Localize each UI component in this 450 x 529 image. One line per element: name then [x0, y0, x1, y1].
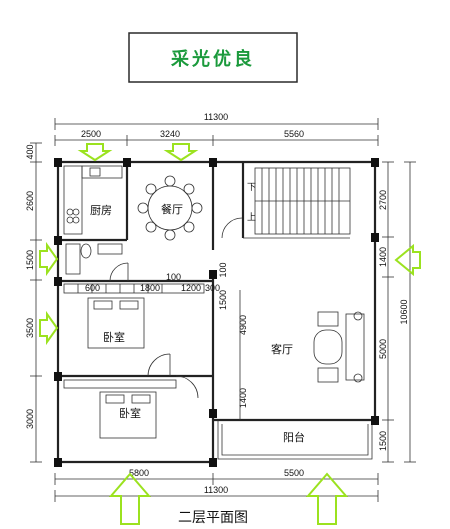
- right-seg-4: 1500: [378, 431, 388, 451]
- room-bedroom-1: 卧室: [103, 330, 125, 344]
- stair-down-label: 下: [247, 182, 256, 192]
- top-seg-3: 5560: [284, 129, 304, 139]
- stair-up-label: 上: [247, 212, 256, 222]
- arrow-right-icon: [394, 243, 421, 277]
- kitchen-fixtures: [63, 165, 123, 235]
- bottom-total-dimension: 11300: [54, 485, 379, 502]
- room-bedroom-2: 卧室: [119, 406, 141, 420]
- left-seg-3: 1500: [25, 250, 35, 270]
- right-seg-3: 5000: [378, 339, 388, 359]
- right-dimension: 2700 1400 5000 1500: [378, 161, 394, 463]
- right-seg-2: 1400: [378, 247, 388, 267]
- left-seg-2: 2600: [25, 191, 35, 211]
- arrow-left-2-icon: [39, 310, 59, 346]
- bedroom1-furniture: [63, 283, 205, 377]
- arrow-bottom-right-icon: [305, 472, 349, 525]
- inner-dim-1200: 1200: [181, 283, 201, 293]
- arrow-top-right-icon: [163, 143, 199, 162]
- inner-dim-100b: 100: [218, 262, 228, 277]
- top-seg-1: 2500: [81, 129, 101, 139]
- top-total-label: 11300: [204, 112, 228, 122]
- room-kitchen: 厨房: [90, 204, 112, 217]
- arrow-bottom-left-icon: [108, 472, 152, 525]
- top-seg-2: 3240: [160, 129, 180, 139]
- title-box: [128, 32, 298, 83]
- left-seg-1: 400: [25, 144, 35, 159]
- inner-dim-1500: 1500: [218, 290, 228, 310]
- right-total-label: 10600: [399, 299, 409, 324]
- left-seg-4: 3500: [25, 318, 35, 338]
- inner-dim-1400: 1400: [238, 388, 248, 408]
- arrow-left-icon: [39, 241, 59, 277]
- room-dining: 餐厅: [161, 202, 183, 216]
- interior-walls: [58, 162, 350, 420]
- top-segment-dimension: 2500 3240 5560: [54, 129, 379, 146]
- dining-table: [137, 175, 203, 241]
- structural-columns: [54, 158, 379, 467]
- light-arrows: [39, 143, 421, 525]
- left-seg-5: 3000: [25, 409, 35, 429]
- inner-dim-600: 600: [85, 283, 100, 293]
- bedroom2-furniture: [63, 375, 199, 439]
- left-dimension: 400 2600 1500 3500 3000: [25, 142, 42, 463]
- bottom-seg-2: 5500: [284, 468, 304, 478]
- inner-dim-300: 300: [205, 283, 220, 293]
- plan-caption: 二层平面图: [178, 510, 248, 526]
- inner-dim-4900: 4900: [238, 315, 248, 335]
- staircase: 下 上: [221, 167, 351, 239]
- title: 采光优良: [170, 48, 255, 70]
- top-total-dimension: 11300: [54, 112, 379, 130]
- bottom-segment-dimension: 5800 5500: [54, 468, 379, 485]
- bottom-total-label: 11300: [204, 485, 228, 495]
- right-seg-1: 2700: [378, 190, 388, 210]
- bottom-seg-1: 5800: [129, 468, 149, 478]
- room-living: 客厅: [271, 342, 293, 356]
- inner-dim-1800: 1800: [140, 283, 160, 293]
- bathroom-fixtures: [65, 243, 129, 282]
- room-balcony: 阳台: [283, 430, 305, 444]
- inner-dim-100: 100: [166, 272, 181, 282]
- arrow-top-left-icon: [77, 143, 113, 162]
- living-sofa-set: [313, 311, 365, 383]
- right-total-dimension: 10600: [399, 161, 416, 463]
